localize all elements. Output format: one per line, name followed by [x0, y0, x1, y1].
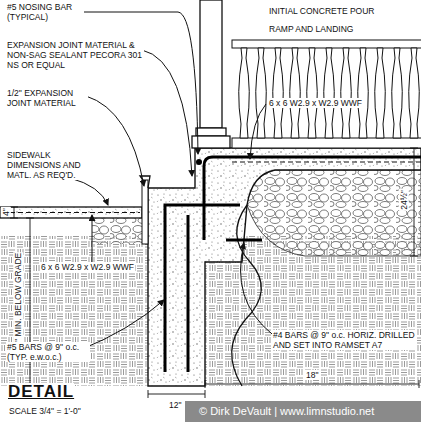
sidewalk-slab	[0, 207, 142, 218]
gravel-fill	[247, 170, 421, 256]
dimension: 18"	[305, 370, 319, 380]
baluster-railing	[232, 40, 421, 148]
nosing-bar	[196, 159, 202, 165]
dimension: 12"	[168, 400, 182, 410]
gravel-bed	[92, 218, 144, 244]
baluster	[341, 48, 352, 138]
note: INITIAL CONCRETE POUR	[268, 6, 375, 16]
baluster	[358, 48, 369, 138]
callout: SIDEWALK DIMENSIONS AND MATL. AS REQ'D.	[6, 150, 100, 180]
expansion-joint	[142, 180, 148, 244]
callout: #5 NOSING BAR (TYPICAL)	[6, 2, 84, 22]
callout: 6 x 6 W2.9 x W2.9 WWF	[40, 262, 135, 272]
detail-title: DETAIL	[8, 383, 74, 401]
baluster	[324, 48, 335, 138]
baluster	[409, 48, 420, 138]
dimension: 30" MIN. BELOW GRADE	[13, 252, 23, 352]
baluster	[290, 48, 301, 138]
baluster	[239, 48, 250, 138]
callout: #5 BARS @ 9" o.c. (TYP. e.w.o.c.)	[6, 342, 90, 362]
excavation-line	[232, 205, 262, 386]
concrete-wall	[148, 148, 421, 386]
baluster	[307, 48, 318, 138]
callout: EXPANSION JOINT MATERIAL & NON-SAG SEALA…	[6, 40, 144, 70]
dimension: 4"	[1, 207, 11, 217]
wire-mesh	[232, 162, 421, 163]
baluster	[375, 48, 386, 138]
baluster	[392, 48, 403, 138]
watermark-band	[185, 401, 421, 422]
baluster	[256, 48, 267, 138]
wire-mesh	[2, 212, 140, 213]
baluster	[273, 48, 284, 138]
note: RAMP AND LANDING	[268, 24, 354, 34]
rebar	[165, 157, 421, 372]
scale-note: SCALE 3/4" = 1'-0"	[8, 406, 82, 416]
callout: #4 BARS @ 9" o.c. HORIZ. DRILLED AND SET…	[272, 330, 416, 350]
callout: 1/2" EXPANSION JOINT MATERIAL	[6, 88, 88, 108]
watermark: © Dirk DeVault | www.limnstudio.net	[198, 405, 375, 418]
callout: 6 x 6 W2.9 x W2.9 WWF	[268, 98, 363, 108]
dimension: 24½"	[399, 189, 409, 211]
